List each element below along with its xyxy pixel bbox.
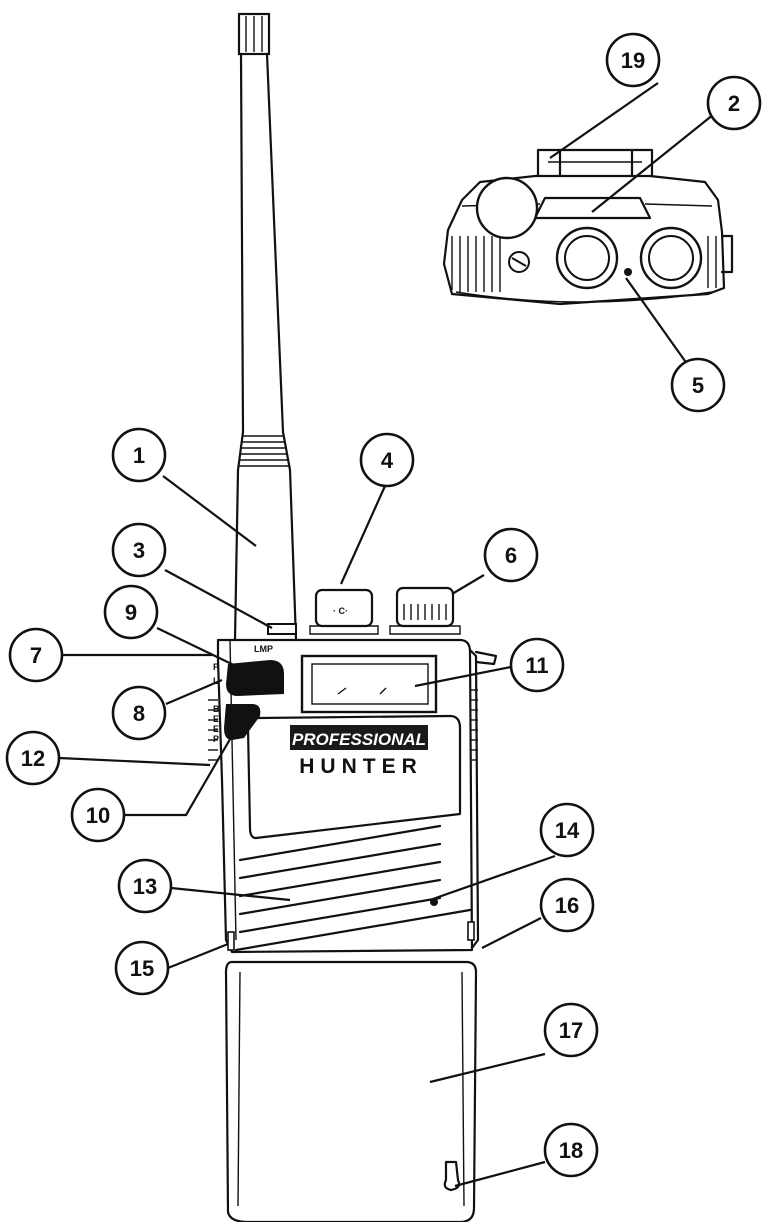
svg-text:8: 8 (133, 701, 145, 726)
leader-lines (58, 82, 720, 1188)
callout-4: 4 (359, 432, 415, 488)
callout-9: 9 (103, 584, 159, 640)
svg-text:9: 9 (125, 600, 137, 625)
callout-14: 14 (539, 802, 595, 858)
callout-2: 2 (706, 75, 762, 131)
svg-text:7: 7 (30, 643, 42, 668)
callout-18: 18 (543, 1122, 599, 1178)
svg-text:· C·: · C· (333, 606, 348, 616)
svg-text:14: 14 (555, 818, 580, 843)
svg-text:18: 18 (559, 1138, 583, 1163)
brand-hunter: HUNTER (299, 755, 423, 778)
callout-1: 1 (111, 427, 167, 483)
callout-8: 8 (111, 685, 167, 741)
label-beep-p: P (213, 734, 219, 744)
label-beep-b: B (213, 704, 220, 714)
callout-6: 6 (483, 527, 539, 583)
callout-13: 13 (117, 858, 173, 914)
callout-15: 15 (114, 940, 170, 996)
callout-17: 17 (543, 1002, 599, 1058)
callout-3: 3 (111, 522, 167, 578)
svg-text:19: 19 (621, 48, 645, 73)
callout-5: 5 (670, 357, 726, 413)
svg-text:10: 10 (86, 803, 110, 828)
svg-text:15: 15 (130, 956, 154, 981)
svg-text:3: 3 (133, 538, 145, 563)
top-view-illustration (442, 148, 734, 306)
label-pl-l: L (213, 676, 219, 686)
svg-text:17: 17 (559, 1018, 583, 1043)
svg-text:2: 2 (728, 91, 740, 116)
svg-text:5: 5 (692, 373, 704, 398)
callout-11: 11 (509, 637, 565, 693)
svg-text:4: 4 (381, 448, 394, 473)
label-beep-e1: E (213, 714, 219, 724)
callout-19: 19 (605, 32, 661, 88)
svg-text:6: 6 (505, 543, 517, 568)
callout-16: 16 (539, 877, 595, 933)
svg-text:11: 11 (525, 653, 548, 678)
svg-text:1: 1 (133, 443, 145, 468)
callout-10: 10 (70, 787, 126, 843)
label-beep-e2: E (213, 724, 219, 734)
svg-text:12: 12 (21, 746, 45, 771)
svg-text:16: 16 (555, 893, 579, 918)
callout-7: 7 (8, 627, 64, 683)
brand-professional: PROFESSIONAL (292, 730, 426, 749)
callout-12: 12 (5, 730, 61, 786)
front-view-illustration: · C· (208, 12, 498, 1222)
svg-text:13: 13 (133, 874, 157, 899)
label-pl-p: P (213, 662, 219, 672)
label-lamp: LMP (254, 644, 273, 654)
